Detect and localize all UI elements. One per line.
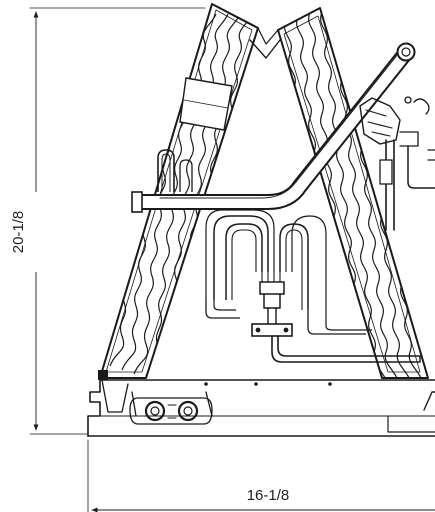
left-return-bends [157,149,193,192]
bracket-hole-right [283,327,289,333]
suction-pipe-highlight [159,53,399,199]
liquid-line-lower [277,335,413,357]
base-screw-1 [204,382,208,386]
right-coil-inner-edge [283,15,421,373]
drain-port-right-inner [183,406,193,416]
liquid-line-upper [271,335,413,363]
distributor-body [263,293,281,309]
suction-pipe-fill [139,50,410,208]
valve-bulb-end [404,96,412,104]
nameplate-divider [183,99,229,109]
coil-nameplate [179,77,233,131]
apex-gusset [249,27,281,59]
suction-line [131,42,416,213]
suction-pipe-end-cap [131,191,143,213]
valve-equalizer-line [407,145,435,189]
left-coil-frame [99,3,259,379]
valve-ribs [365,109,393,137]
drain-port-right [177,400,199,422]
base-outline [87,379,435,437]
base-ribs [131,391,213,417]
valve-right-stubs [427,149,435,161]
valve-body [359,97,401,145]
valve-outlet-tube [385,139,395,231]
base-foot-left [101,379,129,413]
width-dimension: 16-1/8 [87,439,435,512]
valve-cap [413,98,430,115]
right-coil-frame [277,7,429,379]
liquid-line-end [411,355,421,363]
drain-port-left-inner [150,406,160,416]
width-label: 16-1/8 [247,487,290,504]
apex-notch [249,39,281,59]
height-label: 20-1/8 [10,211,27,254]
valve-side-port [399,131,419,147]
height-label-gap [22,192,50,272]
drain-port-separator [167,404,177,419]
bracket-hole-left [255,327,261,333]
height-dimension: 20-1/8 [10,7,206,435]
valve-clamp [379,159,393,185]
drain-pan-base [87,370,435,437]
distributor-nut [259,281,285,295]
base-step-right [387,415,435,433]
left-coil-inner-edge [105,9,253,373]
suction-pipe-stub-inner [401,47,411,57]
distributor-tubes [205,209,372,335]
expansion-valve-assembly [359,96,435,231]
drain-port-housing [129,397,213,425]
drain-port-left [144,400,166,422]
base-bracket-right [423,391,435,411]
suction-pipe-stub [396,42,416,62]
base-screw-2 [254,382,258,386]
distributor-assembly [251,281,421,363]
left-coil-slab [99,3,259,379]
distributor-inlet-stub [267,307,277,327]
apex-top [257,27,279,45]
base-screw-3 [328,382,332,386]
base-clip-left [98,370,108,380]
